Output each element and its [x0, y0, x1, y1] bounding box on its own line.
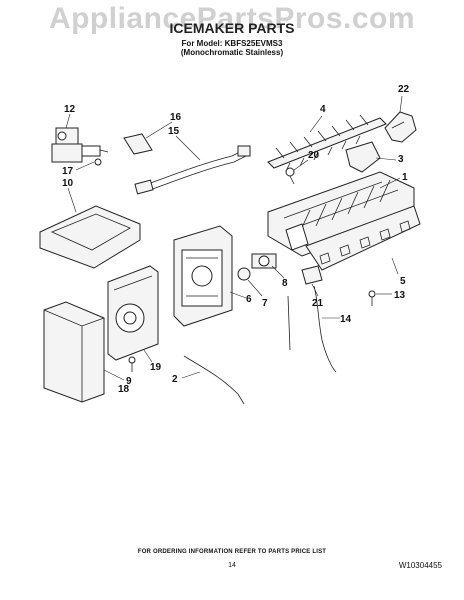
part-19-shape — [107, 265, 159, 361]
callout-6: 6 — [246, 294, 252, 305]
callout-20: 20 — [308, 150, 320, 161]
part-15-shape — [134, 145, 251, 195]
callout-1: 1 — [402, 172, 408, 183]
callout-12: 12 — [64, 104, 76, 115]
callout-4: 4 — [320, 104, 326, 115]
callout-19: 19 — [150, 362, 162, 373]
callout-16: 16 — [170, 112, 182, 123]
part-3-shape — [345, 141, 381, 173]
page-title: ICEMAKER PARTS — [169, 20, 295, 36]
callout-15: 15 — [168, 126, 180, 137]
callout-13: 13 — [394, 290, 406, 301]
part-1-shape — [267, 171, 415, 257]
part-14-shape — [313, 285, 337, 373]
callout-22: 22 — [398, 84, 410, 95]
callout-10: 10 — [62, 178, 74, 189]
part-5-shape — [305, 205, 421, 271]
part-8-shape — [251, 253, 277, 269]
part-2-shape — [183, 295, 291, 405]
part-22-shape — [384, 111, 417, 143]
part-13-shape — [368, 290, 376, 306]
part-16-shape — [123, 133, 153, 155]
part-21-shape — [301, 265, 323, 285]
part-18-shape — [43, 301, 105, 403]
callout-8: 8 — [282, 278, 288, 289]
page-number: 14 — [228, 562, 236, 569]
callout-14: 14 — [340, 314, 352, 325]
part-20-shape — [285, 167, 295, 185]
callout-7: 7 — [262, 298, 268, 309]
watermark-logo: AppliancePartsPros.com — [48, 2, 416, 35]
part-6-shape — [173, 225, 233, 327]
model-variant: (Monochromatic Stainless) — [180, 48, 284, 57]
model-line: For Model: KBFS25EVMS3 — [181, 39, 283, 48]
part-17-shape — [94, 158, 102, 166]
callout-21: 21 — [312, 298, 324, 309]
part-7-shape — [237, 267, 251, 281]
part-10-shape — [39, 205, 141, 269]
part-9-shape — [128, 356, 136, 372]
ordering-note: FOR ORDERING INFORMATION REFER TO PARTS … — [137, 549, 327, 555]
callout-17: 17 — [62, 166, 74, 177]
callout-18: 18 — [118, 384, 130, 395]
callout-9: 9 — [126, 376, 132, 387]
part-12-shape — [51, 127, 109, 163]
part-4-shape — [267, 114, 387, 172]
callout-2: 2 — [172, 374, 178, 385]
callout-3: 3 — [398, 154, 404, 165]
document-number: W10304455 — [398, 561, 442, 570]
callout-5: 5 — [400, 276, 406, 287]
